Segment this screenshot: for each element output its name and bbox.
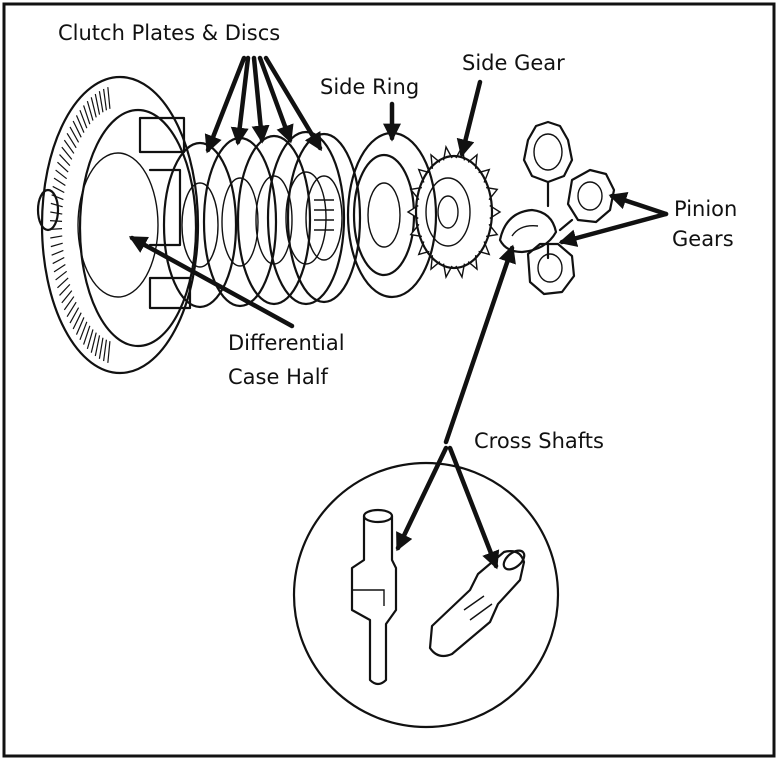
label-side-gear: Side Gear [462,51,565,75]
label-side-ring: Side Ring [320,75,419,99]
ring-gear-tooth [52,250,64,255]
label-pinion-gears-line1: Pinion [674,197,737,221]
label-clutch-plates-discs: Clutch Plates & Discs [58,21,280,45]
ring-gear-tooth [108,341,110,363]
differential-case-half [38,77,198,373]
label-differential-case-half-line1: Differential [228,331,345,355]
ring-gear-tooth [91,97,96,117]
ring-gear-tooth [57,162,68,172]
label-differential-case-half-line2: Case Half [228,365,329,389]
clutch-disc-1 [164,143,236,307]
arrow-differential-case [132,238,292,326]
arrow-clutch-to-disc-3 [254,58,262,140]
cross-shaft-2 [430,547,528,656]
label-pinion-gears-line2: Gears [672,227,734,251]
ring-gear-tooth [108,87,110,109]
ring-gear-tooth [56,170,67,179]
ring-gear-tooth [50,212,62,214]
ring-gear-tooth [99,338,103,359]
ring-gear-tooth [60,155,70,166]
side-gear [408,147,500,277]
ring-gear-tooth [99,91,103,112]
ring-gear-tooth [52,195,64,200]
ring-gear-tooth [54,178,65,185]
ring-gear-tooth [57,278,68,288]
arrow-side-gear [462,82,480,154]
pinion-gear-right [568,170,614,222]
side-ring [348,133,436,297]
pinion-gears [500,122,614,294]
arrow-cross-shaft-to-pinion [446,248,512,442]
arrow-pinion-to-right-gear [612,196,666,214]
clutch-plates-and-discs [164,132,360,307]
ring-gear-tooth [104,340,107,361]
ring-gear-tooth [50,236,62,238]
pinion-gear-top [524,122,572,182]
ring-gear-tooth [95,335,99,356]
clutch-disc-5 [288,134,360,302]
ring-gear-tooth [51,243,63,246]
clutch-disc-2 [204,138,276,306]
ring-gear-tooth [53,186,65,192]
ring-gear-tooth [104,89,107,110]
ring-gear-tooth [95,94,99,115]
side-gear-teeth [408,147,500,277]
ring-gear-tooth [56,271,67,280]
ring-gear-tooth [91,333,96,353]
ring-gear-tooth [60,284,70,295]
cross-shafts-inset [294,463,558,727]
pinion-gear-bottom [528,244,574,294]
cross-shaft-1 [352,510,396,684]
arrow-cross-shaft-2 [450,448,496,566]
ring-gear-tooth [53,258,65,264]
ring-gear-tooth [54,264,65,271]
label-cross-shafts: Cross Shafts [474,429,604,453]
